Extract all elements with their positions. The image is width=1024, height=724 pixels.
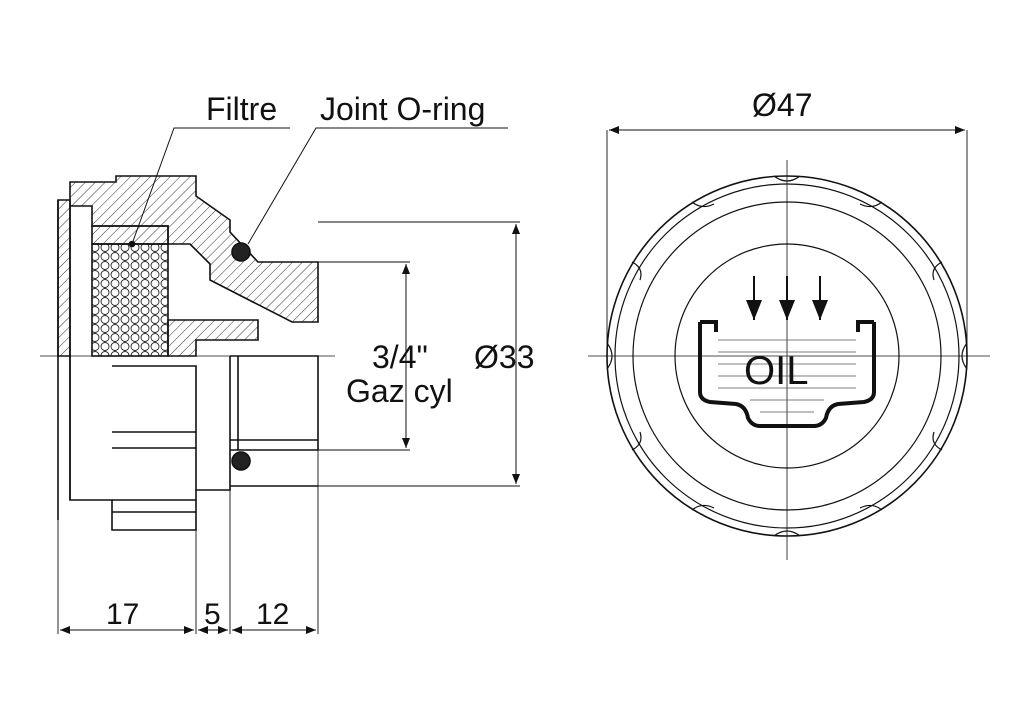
outer-ring-inner [614,183,960,529]
leader-oring [247,127,508,245]
label-oil: OIL [744,349,808,393]
oring-bottom [231,451,251,471]
oring-top [231,242,251,262]
side-view [40,127,520,634]
label-d47: Ø47 [752,87,812,123]
inner-flange-section [167,319,259,357]
filter-mesh [91,243,169,357]
dim-5-label: 5 [204,598,221,631]
oil-tank-symbol [698,322,876,428]
face-ring [674,243,900,469]
thread-section [230,355,319,451]
label-thread-type: Gaz cyl [346,373,453,409]
dim-12-label: 12 [256,598,289,631]
ext-d47 [606,130,968,356]
body-lower-ribs [112,431,196,513]
body-ledge [112,365,197,490]
filter-frame [91,225,169,245]
label-filter: Filtre [206,91,277,127]
grip-notches [606,175,968,537]
airflow-arrows [746,276,828,320]
label-thread-size: 3/4" [372,339,428,375]
dim-17-label: 17 [106,598,139,631]
body-lower [69,356,231,531]
oil-level-lines [718,339,856,413]
oil-tank-lips [700,320,874,332]
knurl-ring [632,201,942,511]
ext-lines [57,221,520,634]
label-oring: Joint O-ring [320,91,485,127]
leader-filter [131,127,290,245]
label-d33: Ø33 [474,339,534,375]
cap-rim-left [57,199,71,357]
leader-filter-dot [128,240,136,248]
front-view [588,126,990,560]
